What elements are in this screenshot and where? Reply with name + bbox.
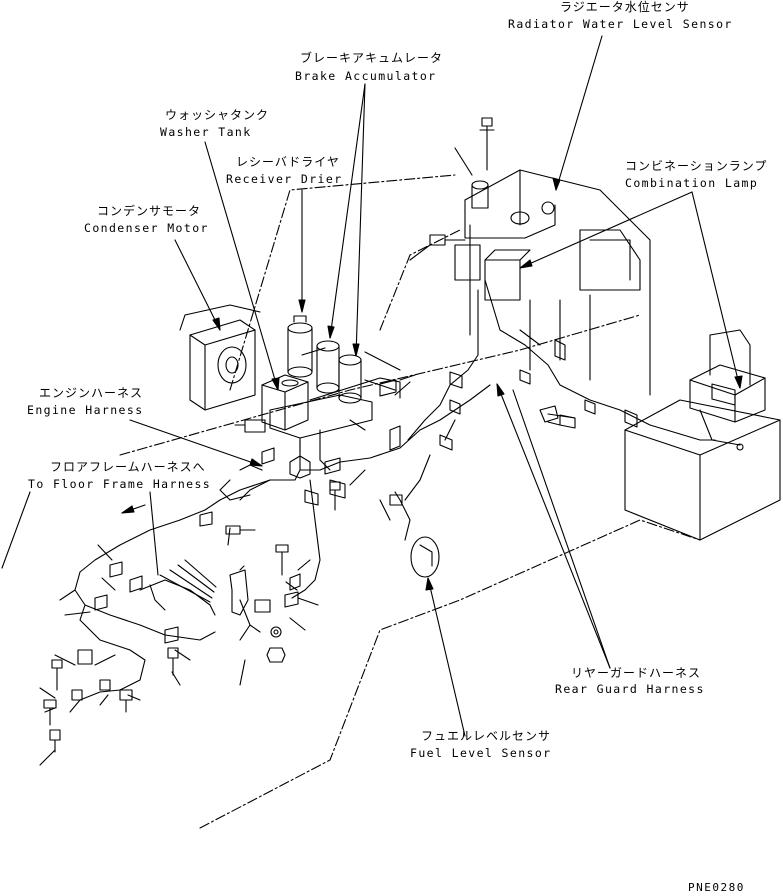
rear-guard-harness-label-en: Rear Guard Harness bbox=[555, 682, 705, 696]
arrow-lamp-1 bbox=[519, 259, 533, 269]
leader-rear-guard-1 bbox=[496, 383, 611, 669]
frame-outline-mid bbox=[379, 229, 461, 331]
receiver-drier-label-en: Receiver Drier bbox=[226, 172, 343, 186]
receiver-drier bbox=[287, 315, 313, 378]
radiator-assembly bbox=[409, 117, 651, 396]
leader-brake-accumulator-1 bbox=[329, 83, 366, 339]
leader-floor-frame-1 bbox=[149, 491, 159, 576]
brake-accumulators bbox=[316, 340, 362, 404]
leader-radiator-sensor bbox=[555, 35, 603, 191]
arrow-brake-2 bbox=[352, 343, 360, 357]
engine-harness bbox=[74, 384, 491, 641]
leader-washer-tank bbox=[204, 141, 279, 391]
battery-box bbox=[624, 399, 781, 541]
leader-rear-guard-2 bbox=[512, 389, 611, 669]
condenser-motor-label-jp: コンデンサモータ bbox=[97, 204, 202, 218]
leader-brake-accumulator-2 bbox=[355, 83, 366, 357]
arrow-fuel-sensor bbox=[425, 577, 434, 591]
radiator-sensor-label-jp: ラジエータ水位センサ bbox=[560, 0, 690, 14]
rear-guard-harness bbox=[407, 279, 716, 451]
leader-combination-lamp-2 bbox=[691, 191, 741, 389]
leader-engine-harness bbox=[129, 419, 263, 467]
arrow-engine-harness bbox=[249, 458, 263, 467]
drawing-code: PNE0280 bbox=[688, 881, 745, 894]
floor-frame-harness bbox=[59, 511, 301, 713]
arrow-washer-tank bbox=[271, 377, 280, 391]
arrow-receiver-drier bbox=[298, 299, 306, 313]
leader-floor-frame-2 bbox=[1, 491, 31, 569]
arrow-rear-guard-1 bbox=[496, 383, 505, 397]
receiver-drier-label-jp: レシーバドライヤ bbox=[236, 155, 340, 169]
bolts bbox=[43, 405, 576, 753]
brake-accumulator-label-jp: ブレーキアキュムレータ bbox=[300, 51, 444, 65]
engine-harness-label-en: Engine Harness bbox=[27, 403, 144, 417]
fuel-level-sensor-label-jp: フュエルレベルセンサ bbox=[421, 729, 552, 743]
condenser-motor bbox=[179, 304, 261, 411]
leader-condenser-motor bbox=[174, 239, 221, 331]
combination-lamp-label-en: Combination Lamp bbox=[625, 176, 759, 190]
floor-frame-harness-label-jp: フロアフレームハーネスへ bbox=[50, 460, 206, 474]
frame-outline-top bbox=[119, 314, 641, 456]
radiator-sensor-label-en: Radiator Water Level Sensor bbox=[508, 17, 733, 31]
washer-tank-label-en: Washer Tank bbox=[160, 125, 252, 139]
fuel-level-sensor-label-en: Fuel Level Sensor bbox=[410, 746, 552, 760]
brake-accumulator-label-en: Brake Accumulator bbox=[295, 69, 437, 83]
rear-guard-harness-label-jp: リヤーガードハーネス bbox=[571, 666, 702, 680]
part-callout-ticks bbox=[39, 329, 541, 766]
leader-lines bbox=[1, 35, 743, 829]
washer-tank-label-jp: ウォッシャタンク bbox=[165, 108, 270, 122]
combination-lamp-label-jp: コンビネーションランプ bbox=[625, 159, 768, 173]
fuel-level-sensor bbox=[389, 454, 440, 578]
condenser-motor-label-en: Condenser Motor bbox=[84, 221, 209, 235]
combination-lamp bbox=[689, 329, 766, 451]
arrow-lamp-2 bbox=[734, 375, 743, 389]
leader-fuel-sensor bbox=[427, 577, 466, 737]
engine-harness-label-jp: エンジンハーネス bbox=[39, 386, 144, 400]
floor-frame-harness-label-en: To Floor Frame Harness bbox=[28, 477, 212, 491]
frame-outline-left bbox=[229, 174, 456, 391]
washer-tank bbox=[261, 374, 309, 431]
frame-outline-lower bbox=[199, 519, 701, 829]
arrow-floor-frame bbox=[121, 505, 135, 514]
arrow-brake-1 bbox=[327, 325, 335, 339]
